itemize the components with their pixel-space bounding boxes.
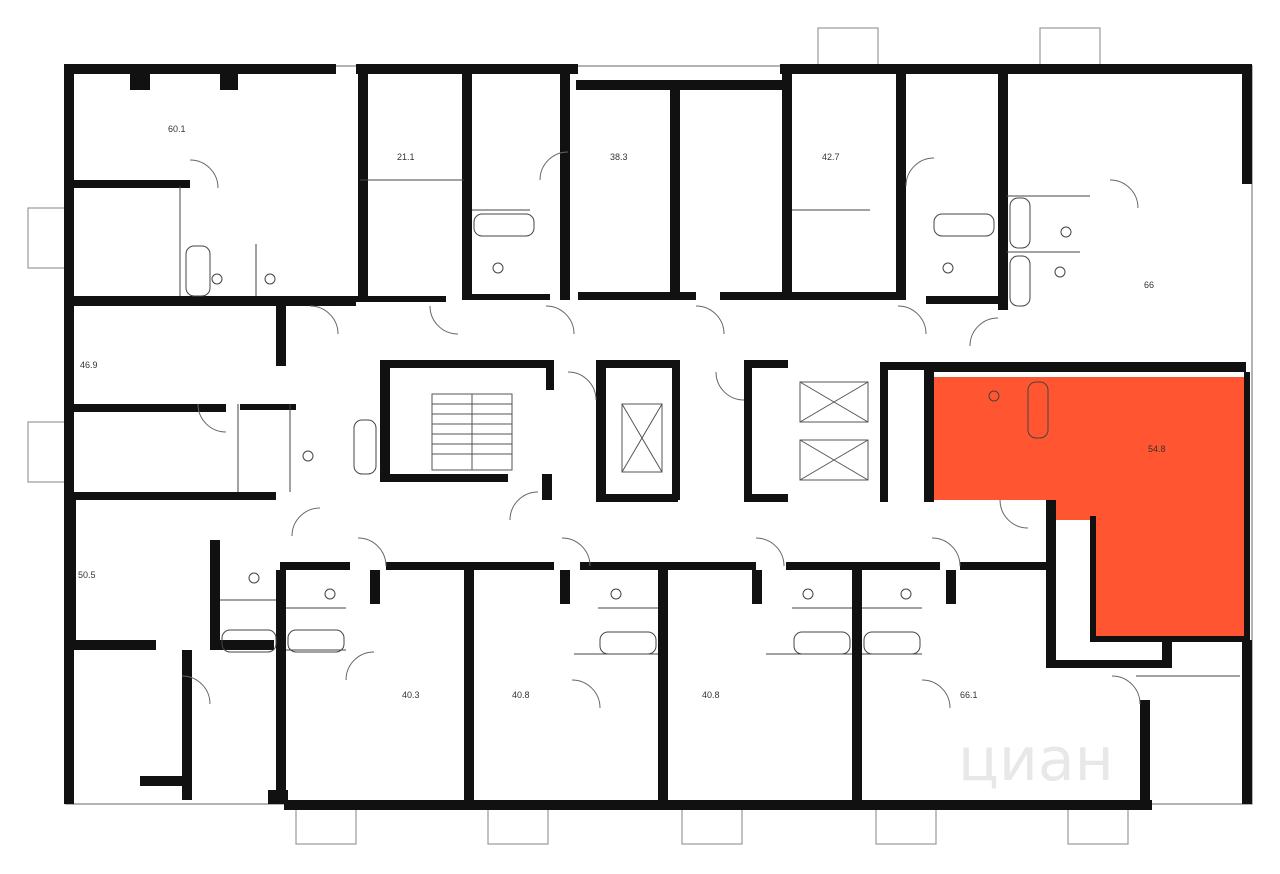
- area-label-54-8: 54.8: [1148, 444, 1166, 454]
- area-label-60-1: 60.1: [168, 124, 186, 134]
- area-label-40-3: 40.3: [402, 690, 420, 700]
- area-label-66-1: 66.1: [960, 690, 978, 700]
- watermark-logo: циан: [958, 725, 1114, 795]
- area-label-40-8-a: 40.8: [512, 690, 530, 700]
- area-labels: 60.1 21.1 38.3 42.7 66 46.9 54.8 50.5 40…: [78, 124, 1166, 700]
- area-label-38-3: 38.3: [610, 152, 628, 162]
- doors: [181, 151, 1141, 709]
- stairs: [431, 393, 513, 471]
- elevators: [621, 381, 869, 481]
- area-label-46-9: 46.9: [80, 360, 98, 370]
- apartment-54-8-highlight[interactable]: [934, 377, 1246, 640]
- area-label-42-7: 42.7: [822, 152, 840, 162]
- walls: [64, 64, 1252, 810]
- area-label-66: 66: [1144, 280, 1154, 290]
- area-label-50-5: 50.5: [78, 570, 96, 580]
- area-label-40-8-b: 40.8: [702, 690, 720, 700]
- bathroom-fixtures: [185, 197, 1072, 655]
- area-label-21-1: 21.1: [397, 152, 415, 162]
